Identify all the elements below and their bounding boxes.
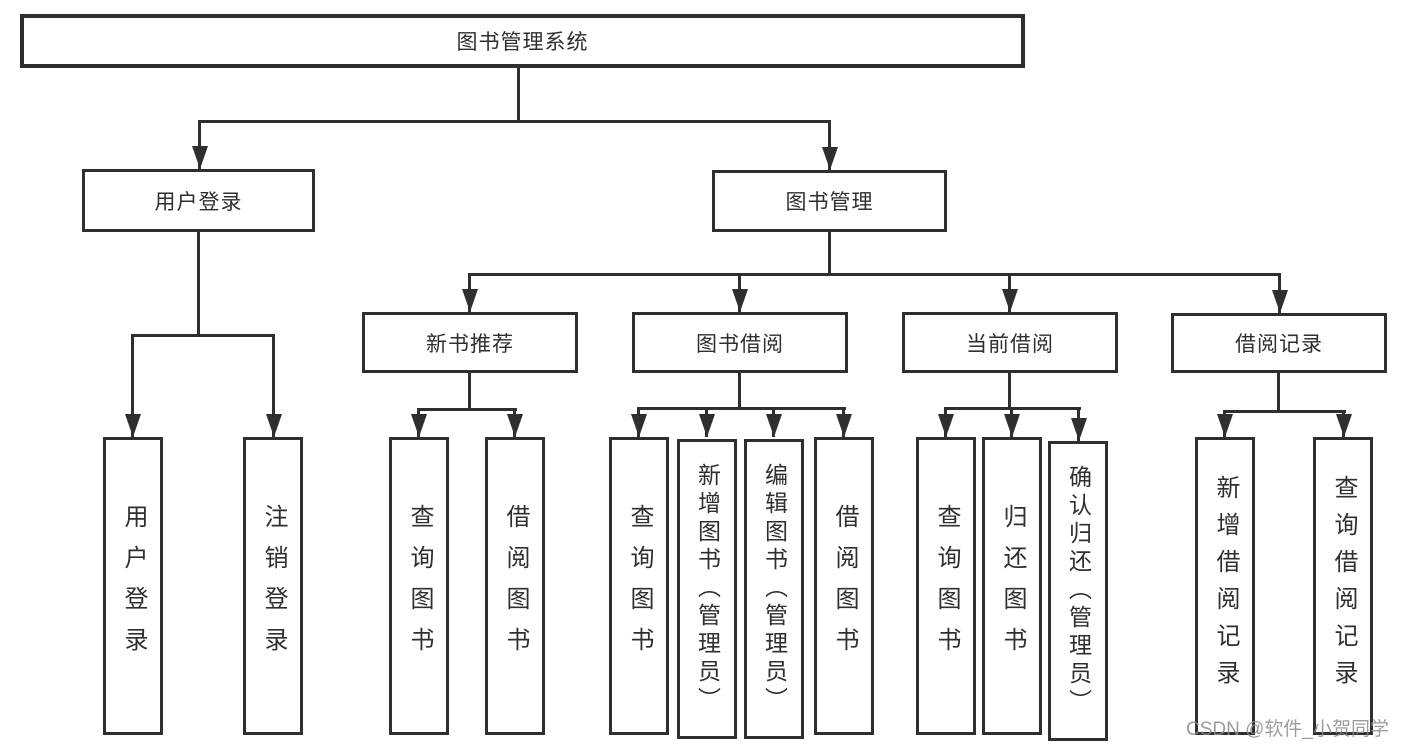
leaf-add-borrow-record: 新增借阅记录 bbox=[1195, 437, 1255, 735]
node-label: 图书管理 bbox=[785, 191, 874, 214]
node-label: 图书借阅 bbox=[696, 332, 784, 356]
connector-arrow-down bbox=[1272, 290, 1288, 313]
connector-arrow-down bbox=[836, 414, 852, 437]
leaf-query-book-newrec: 查询图书 bbox=[389, 437, 449, 735]
node-book-management: 图书管理 bbox=[712, 170, 947, 232]
connector-line bbox=[1277, 373, 1280, 413]
connector-arrow-down bbox=[192, 146, 208, 169]
connector-line bbox=[198, 120, 201, 169]
leaf-label: 新增图书（管理员） bbox=[694, 463, 721, 715]
node-label: 当前借阅 bbox=[966, 332, 1054, 356]
connector-line bbox=[417, 408, 517, 411]
connector-arrow-down bbox=[1002, 289, 1018, 312]
leaf-confirm-return-admin: 确认归还（管理员） bbox=[1048, 441, 1108, 741]
node-new-book-recommend: 新书推荐 bbox=[362, 312, 578, 373]
connector-arrow-down bbox=[411, 414, 427, 437]
connector-line bbox=[272, 334, 275, 437]
connector-arrow-down bbox=[938, 414, 954, 437]
leaf-query-book-current: 查询图书 bbox=[916, 437, 976, 735]
leaf-label: 查询图书 bbox=[626, 504, 653, 668]
leaf-label: 确认归还（管理员） bbox=[1065, 465, 1092, 717]
connector-arrow-down bbox=[631, 414, 647, 437]
leaf-add-book-admin: 新增图书（管理员） bbox=[677, 439, 737, 739]
leaf-query-book-borrow: 查询图书 bbox=[609, 437, 669, 735]
connector-arrow-down bbox=[766, 414, 782, 437]
connector-line bbox=[197, 232, 200, 334]
leaf-label: 查询借阅记录 bbox=[1330, 475, 1357, 697]
node-user-login-group: 用户登录 bbox=[82, 169, 315, 232]
leaf-borrow-book-newrec: 借阅图书 bbox=[485, 437, 545, 735]
connector-arrow-down bbox=[507, 414, 523, 437]
node-label: 图书管理系统 bbox=[456, 31, 589, 54]
connector-line bbox=[468, 373, 471, 411]
node-label: 借阅记录 bbox=[1235, 333, 1323, 356]
connector-line bbox=[828, 120, 831, 170]
connector-line bbox=[738, 373, 741, 410]
connector-arrow-down bbox=[1004, 414, 1020, 437]
connector-arrow-down bbox=[699, 414, 715, 437]
connector-line bbox=[1223, 410, 1346, 413]
node-book-borrowing: 图书借阅 bbox=[632, 312, 848, 373]
watermark: CSDN @软件_小贺同学 bbox=[1186, 719, 1389, 740]
node-label: 新书推荐 bbox=[426, 332, 514, 356]
leaf-label: 归还图书 bbox=[999, 504, 1026, 668]
leaf-borrow-book-borrow: 借阅图书 bbox=[814, 437, 874, 735]
leaf-label: 用户登录 bbox=[120, 504, 147, 668]
connector-line bbox=[637, 407, 846, 410]
leaf-label: 查询图书 bbox=[933, 504, 960, 668]
connector-line bbox=[828, 232, 831, 275]
connector-arrow-down bbox=[1336, 414, 1352, 437]
leaf-label: 新增借阅记录 bbox=[1212, 475, 1239, 697]
node-current-borrowing: 当前借阅 bbox=[902, 312, 1118, 373]
leaf-edit-book-admin: 编辑图书（管理员） bbox=[744, 439, 804, 739]
node-borrowing-records: 借阅记录 bbox=[1171, 313, 1387, 373]
leaf-query-borrow-record: 查询借阅记录 bbox=[1313, 437, 1373, 735]
connector-arrow-down bbox=[125, 414, 141, 437]
leaf-logout: 注销登录 bbox=[243, 437, 303, 735]
connector-arrow-down bbox=[266, 414, 282, 437]
connector-arrow-down bbox=[1071, 418, 1087, 441]
connector-line bbox=[198, 120, 831, 123]
leaf-return-book: 归还图书 bbox=[982, 437, 1042, 735]
node-label: 用户登录 bbox=[154, 190, 243, 214]
leaf-label: 借阅图书 bbox=[502, 504, 529, 668]
connector-arrow-down bbox=[732, 289, 748, 312]
leaf-label: 编辑图书（管理员） bbox=[761, 463, 788, 715]
connector-line bbox=[468, 273, 1281, 276]
leaf-label: 借阅图书 bbox=[831, 504, 858, 668]
connector-line bbox=[517, 68, 520, 123]
connector-arrow-down bbox=[462, 289, 478, 312]
leaf-label: 注销登录 bbox=[260, 504, 287, 668]
connector-line bbox=[131, 334, 134, 437]
connector-line bbox=[1008, 373, 1011, 410]
leaf-user-login: 用户登录 bbox=[103, 437, 163, 735]
leaf-label: 查询图书 bbox=[406, 504, 433, 668]
connector-arrow-down bbox=[1217, 414, 1233, 437]
connector-arrow-down bbox=[822, 147, 838, 170]
connector-line bbox=[131, 334, 275, 337]
node-root-library-system: 图书管理系统 bbox=[20, 14, 1025, 68]
